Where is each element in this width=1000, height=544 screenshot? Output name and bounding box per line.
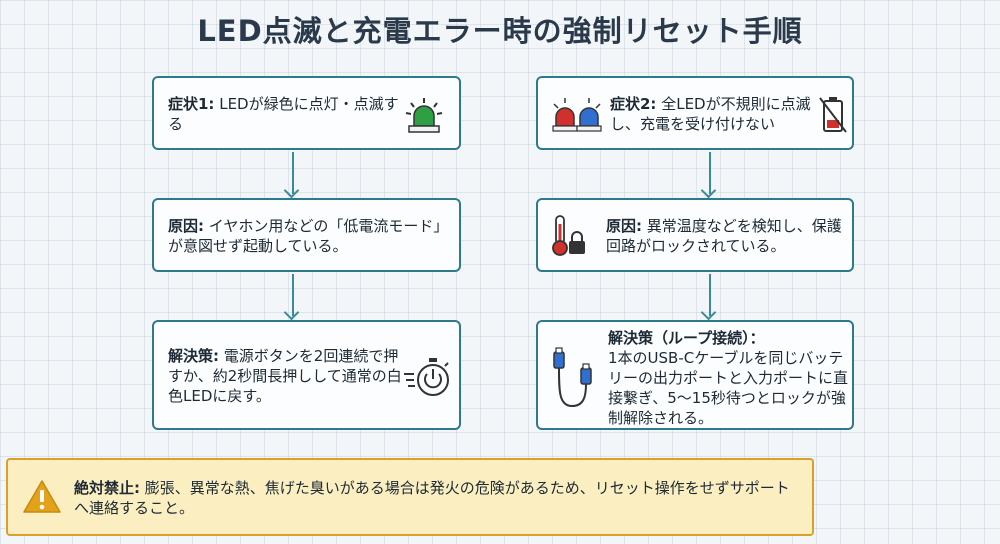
usb-c-cable-icon <box>553 347 592 408</box>
arrow-left-2 <box>292 274 294 316</box>
cause1-label: 原因: <box>168 217 204 235</box>
cause2-box: 原因: 異常温度などを検知し、保護回路がロックされている。 <box>536 198 854 272</box>
warning-text: 膨張、異常な熱、焦げた臭いがある場合は発火の危険があるため、リセット操作をせずサ… <box>74 479 790 517</box>
arrow-left-1 <box>292 152 294 194</box>
solution2-label: 解決策（ループ接続）： <box>608 329 765 347</box>
symptom1-box: 症状1: LEDが緑色に点灯・点滅する <box>152 76 461 150</box>
cause2-text: 異常温度などを検知し、保護回路がロックされている。 <box>606 217 842 255</box>
cause2-label: 原因: <box>606 217 642 235</box>
symptom1-label: 症状1: <box>168 95 215 113</box>
symptom2-box: 症状2: 全LEDが不規則に点滅し、充電を受け付けない <box>536 76 854 150</box>
solution1-label: 解決策: <box>168 347 219 365</box>
solution2-text: 1本のUSB-Cケーブルを同じバッテリーの出力ポートと入力ポートに直接繋ぎ、5〜… <box>608 349 849 427</box>
solution1-text: 電源ボタンを2回連続で押すか、約2秒間長押しして通常の白色LEDに戻す。 <box>168 347 402 405</box>
thermometer-lock-icon <box>552 215 585 256</box>
symptom2-text: 全LEDが不規則に点滅し、充電を受け付けない <box>610 95 811 133</box>
warning-triangle-icon <box>23 480 61 513</box>
arrow-right-2 <box>709 274 711 316</box>
solution1-box: 解決策: 電源ボタンを2回連続で押すか、約2秒間長押しして通常の白色LEDに戻す… <box>152 320 461 430</box>
cause1-text: イヤホン用などの「低電流モード」が意図せず起動している。 <box>168 217 449 255</box>
arrow-right-1 <box>709 152 711 194</box>
solution2-box: 解決策（ループ接続）： 1本のUSB-Cケーブルを同じバッテリーの出力ポートと入… <box>536 320 854 430</box>
green-beacon-icon <box>405 98 443 133</box>
warning-label: 絶対禁止: <box>74 479 140 497</box>
cause1-box: 原因: イヤホン用などの「低電流モード」が意図せず起動している。 <box>152 198 461 272</box>
battery-error-icon <box>819 97 847 133</box>
page-title: LED点滅と充電エラー時の強制リセット手順 <box>197 14 803 48</box>
symptom1-text: LEDが緑色に点灯・点滅する <box>168 95 399 133</box>
symptom2-label: 症状2: <box>610 95 657 113</box>
warning-banner: 絶対禁止: 膨張、異常な熱、焦げた臭いがある場合は発火の危険があるため、リセット… <box>6 458 814 536</box>
power-timer-icon <box>404 358 449 396</box>
red-blue-beacon-icon <box>552 98 602 132</box>
